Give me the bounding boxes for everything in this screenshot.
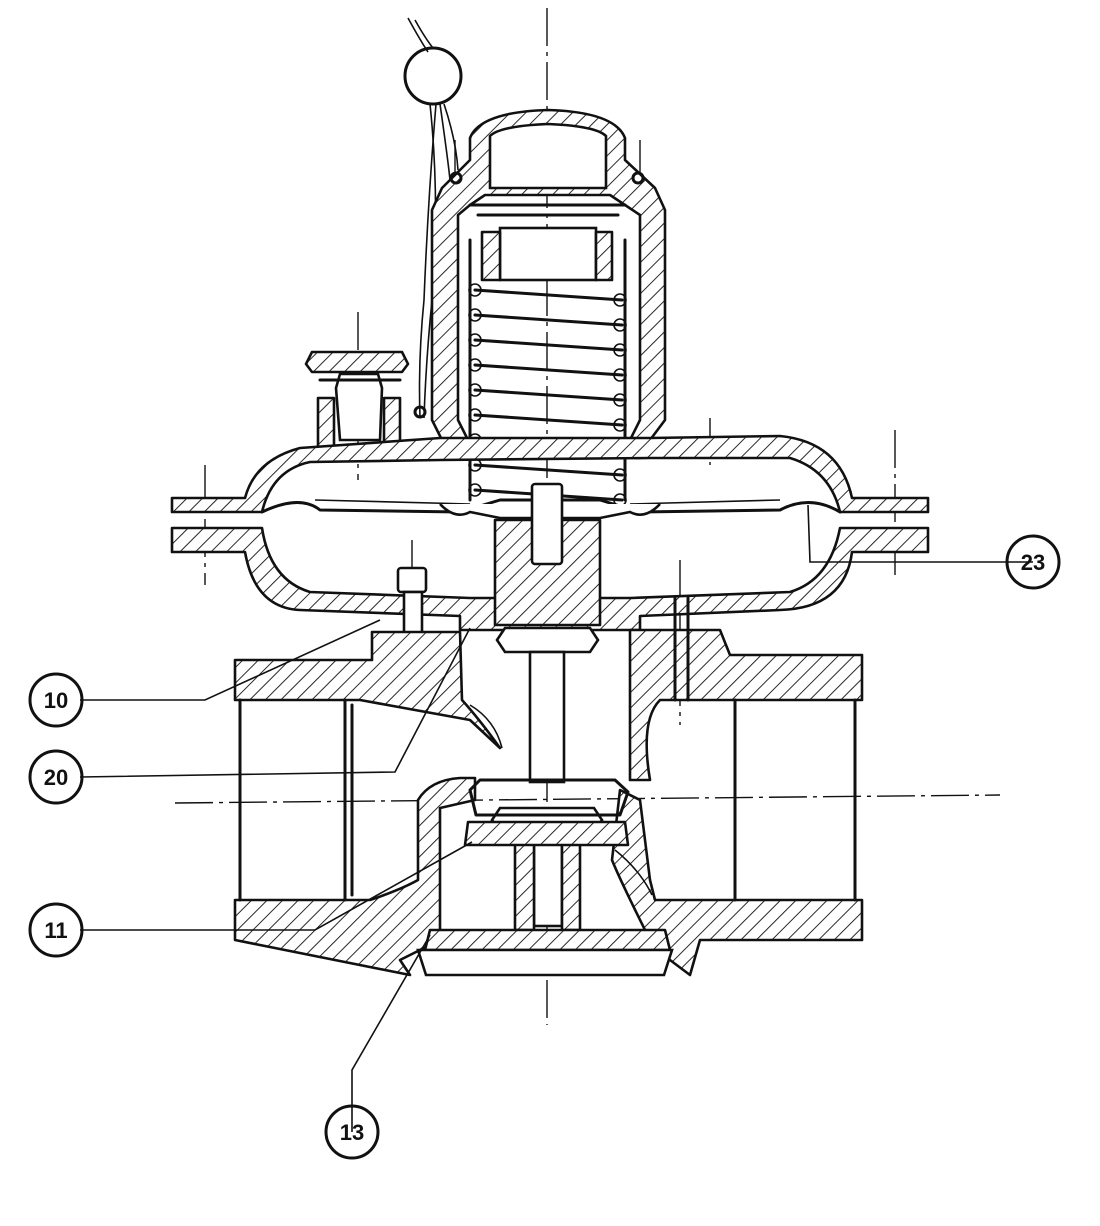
callout-23-label: 23: [1021, 550, 1045, 575]
lead-seal-icon: [403, 46, 463, 106]
callout-10: 10: [28, 672, 84, 728]
callout-13-label: 13: [340, 1120, 364, 1145]
valve-stem: [490, 482, 604, 932]
callout-10-label: 10: [44, 688, 68, 713]
spring-bonnet: [413, 108, 667, 502]
callout-11-label: 11: [44, 918, 67, 943]
callout-11: 11: [28, 902, 84, 958]
callout-23: 23: [1005, 534, 1061, 590]
vent-plug: [304, 350, 410, 450]
callout-13: 13: [324, 1104, 380, 1160]
leader-lines: [79, 504, 1033, 1132]
seal-wire: [403, 17, 463, 419]
callout-20-label: 20: [44, 765, 68, 790]
callout-20: 20: [28, 749, 84, 805]
valve-body: [233, 596, 864, 977]
